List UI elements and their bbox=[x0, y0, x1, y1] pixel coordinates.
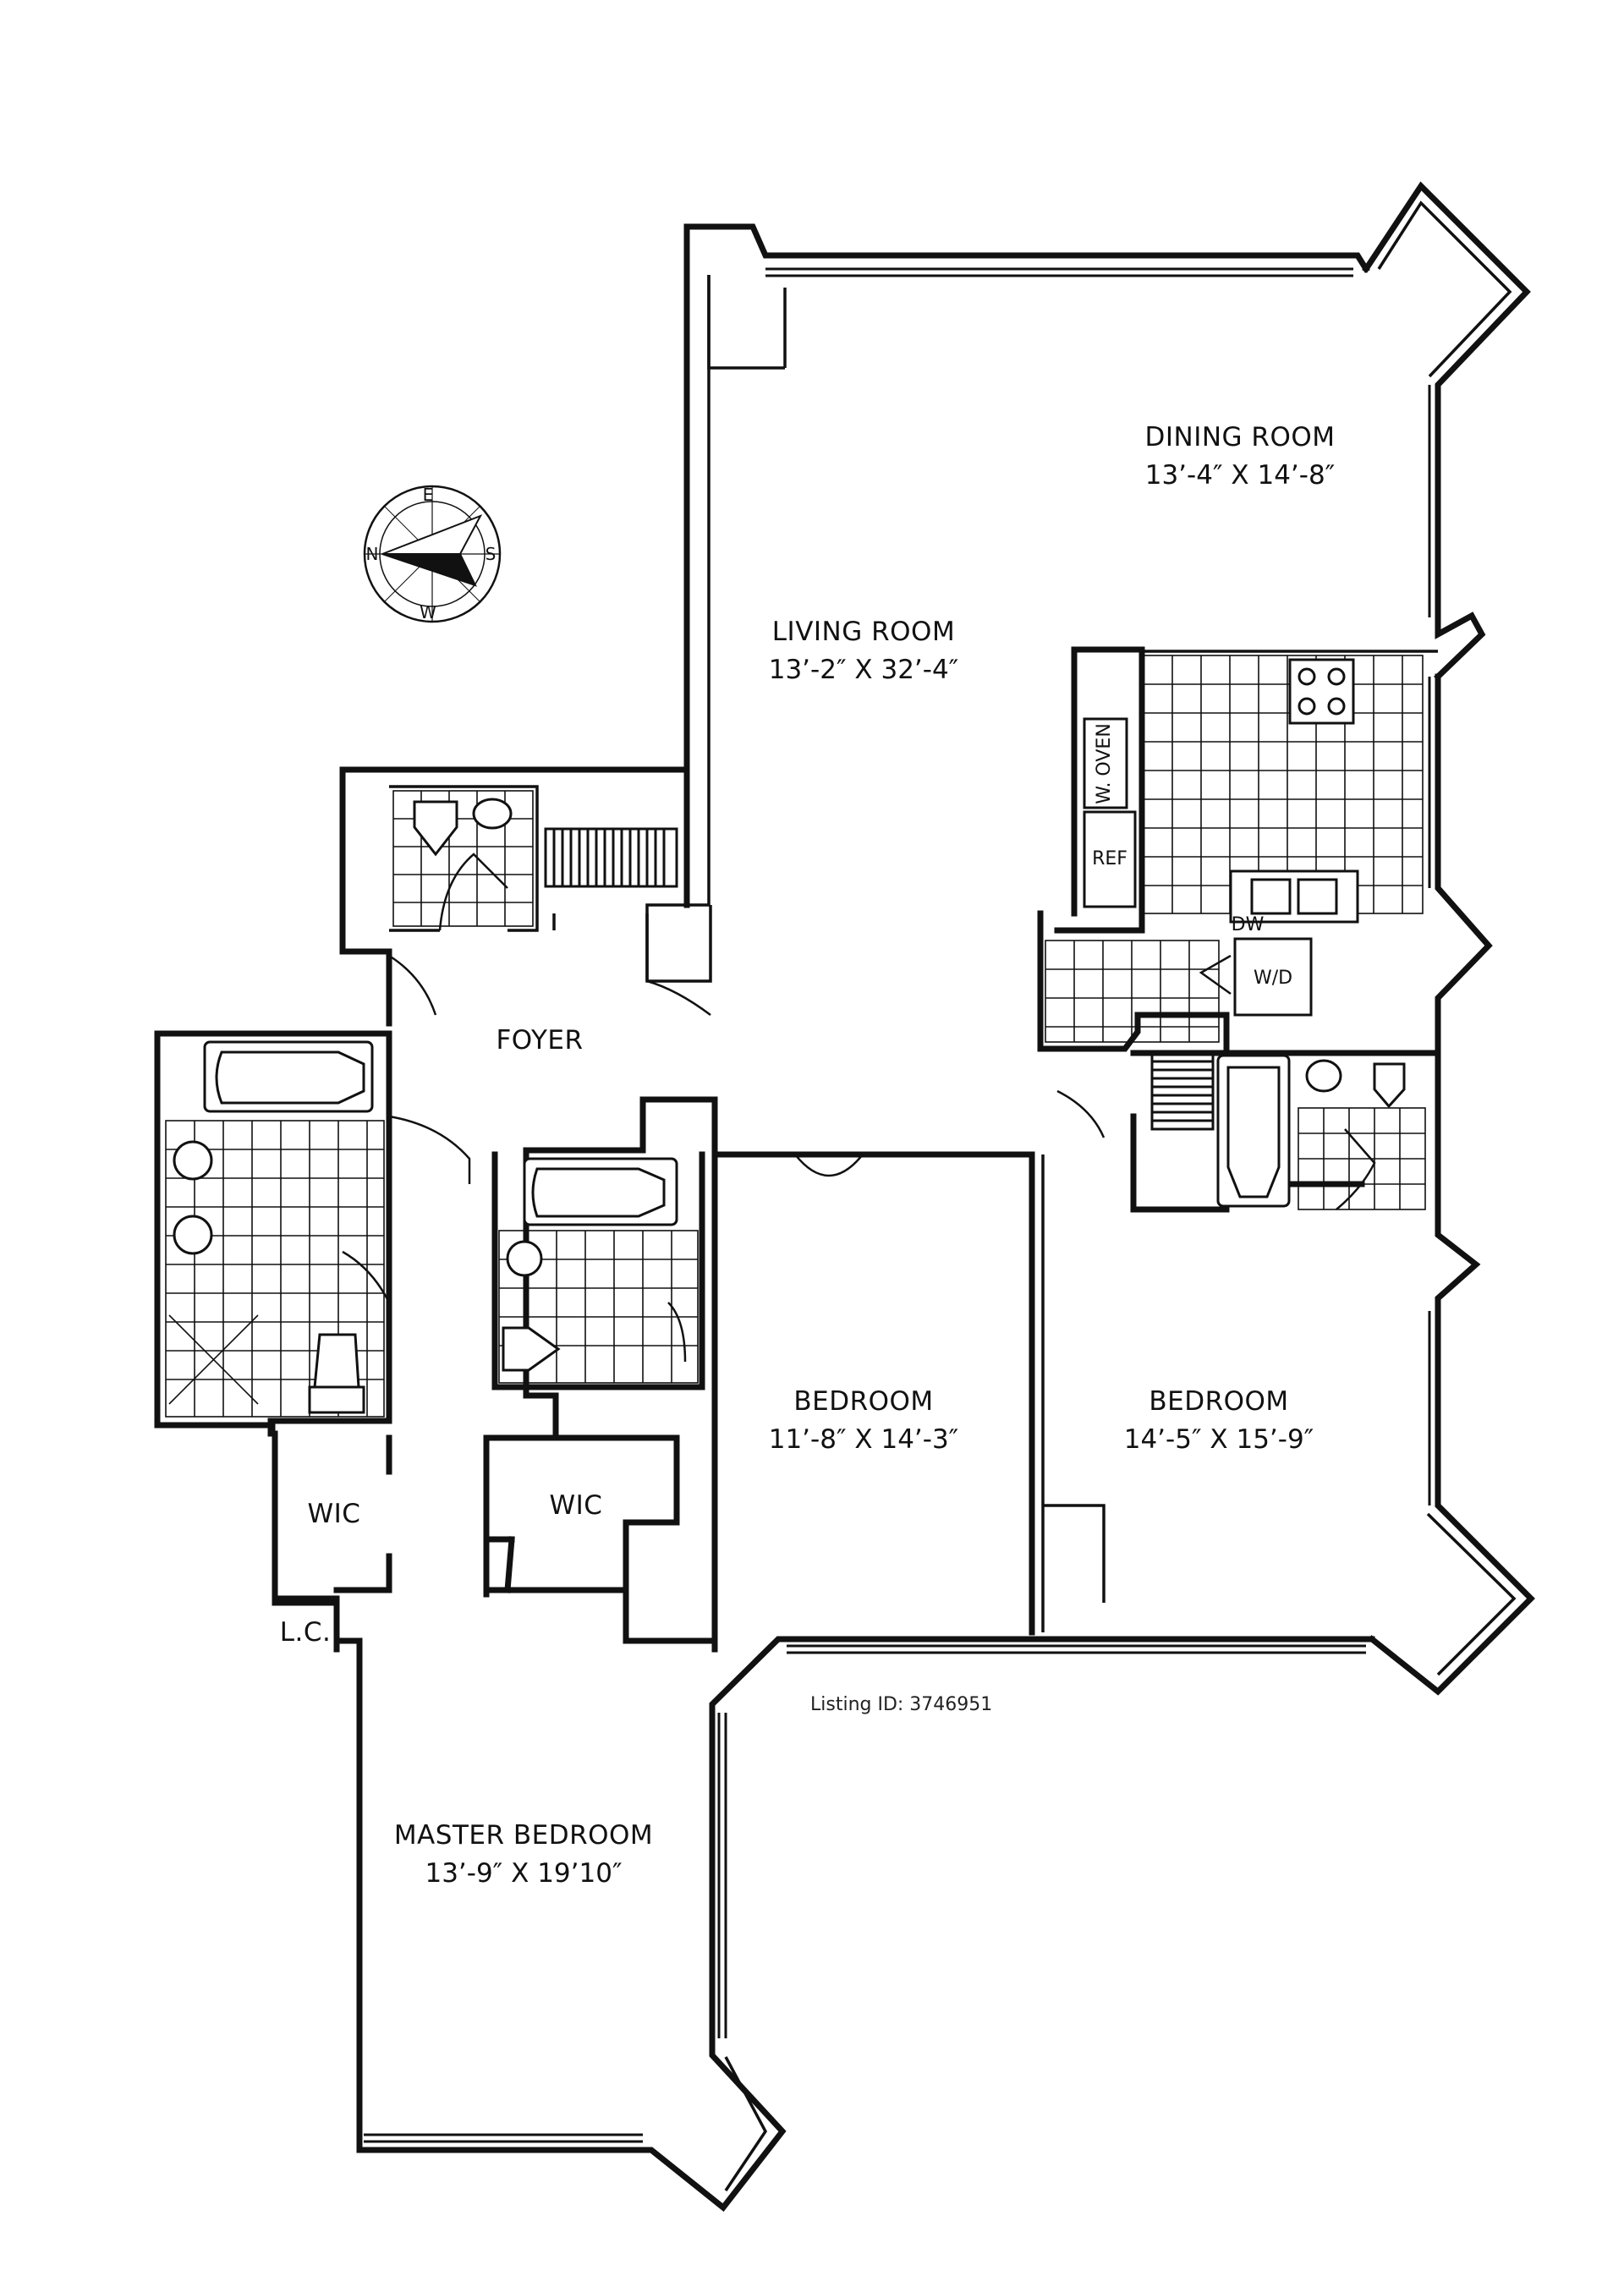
compass-south-label: S bbox=[486, 544, 497, 564]
powder-toilet-icon bbox=[413, 800, 458, 857]
dining-room-name: DINING ROOM bbox=[1145, 422, 1336, 452]
center-sink-icon bbox=[506, 1240, 543, 1277]
room-foyer: FOYER bbox=[496, 1025, 583, 1056]
kitchen-sink-icon bbox=[1229, 869, 1359, 924]
master-bath-tile-floor bbox=[165, 1120, 385, 1418]
dining-room-size: 13’-4″ X 14’-8″ bbox=[1145, 460, 1336, 491]
right-bathtub-icon bbox=[1216, 1054, 1291, 1208]
center-toilet-icon bbox=[502, 1326, 561, 1372]
powder-sink-icon bbox=[472, 798, 513, 830]
linen-closet-name: L.C. bbox=[280, 1617, 332, 1648]
room-wic-center: WIC bbox=[550, 1490, 603, 1521]
compass-icon: E S W N bbox=[363, 485, 502, 623]
room-bedroom-right: BEDROOM 14’-5″ X 15’-9″ bbox=[1124, 1386, 1314, 1455]
room-living: LIVING ROOM 13’-2″ X 32’-4″ bbox=[769, 617, 959, 685]
wic-left-name: WIC bbox=[308, 1499, 361, 1529]
bedroom-center-name: BEDROOM bbox=[793, 1386, 933, 1417]
foyer-name: FOYER bbox=[496, 1025, 583, 1056]
wic-center-name: WIC bbox=[550, 1490, 603, 1521]
compass-north-label: N bbox=[366, 544, 379, 564]
room-bedroom-center: BEDROOM 11’-8″ X 14’-3″ bbox=[769, 1386, 959, 1455]
dishwasher-icon: DW bbox=[1232, 914, 1265, 935]
refrigerator-label: REF bbox=[1092, 848, 1127, 869]
compass-west-label: W bbox=[420, 602, 436, 622]
room-master-bedroom: MASTER BEDROOM 13’-9″ X 19’10″ bbox=[394, 1820, 653, 1889]
master-toilet-icon bbox=[308, 1333, 365, 1414]
interior-walls bbox=[267, 275, 1441, 1653]
powder-room-tile-floor bbox=[392, 790, 534, 927]
center-bath-tile-floor bbox=[498, 1230, 699, 1384]
bedroom-center-size: 11’-8″ X 14’-3″ bbox=[769, 1424, 959, 1455]
bedroom-right-name: BEDROOM bbox=[1149, 1386, 1288, 1417]
living-room-name: LIVING ROOM bbox=[772, 617, 955, 647]
room-wic-left: WIC bbox=[308, 1499, 361, 1529]
oven-icon: W. OVEN bbox=[1083, 717, 1128, 809]
master-bedroom-size: 13’-9″ X 19’10″ bbox=[425, 1858, 622, 1889]
right-bath-tile-floor bbox=[1298, 1107, 1426, 1210]
washer-dryer-icon: W/D bbox=[1199, 937, 1313, 1017]
cooktop-icon bbox=[1288, 658, 1355, 725]
bedroom-right-size: 14’-5″ X 15’-9″ bbox=[1124, 1424, 1314, 1455]
room-linen-closet: L.C. bbox=[280, 1617, 332, 1648]
master-bedroom-name: MASTER BEDROOM bbox=[394, 1820, 653, 1851]
room-dining: DINING ROOM 13’-4″ X 14’-8″ bbox=[1145, 422, 1336, 491]
oven-label: W. OVEN bbox=[1094, 723, 1115, 804]
compass-east-label: E bbox=[423, 485, 434, 505]
washer-dryer-label: W/D bbox=[1254, 968, 1292, 989]
center-bathtub-icon bbox=[523, 1157, 678, 1226]
closet-shelving bbox=[544, 827, 678, 888]
doors bbox=[342, 853, 1376, 1363]
right-sink-icon bbox=[1305, 1059, 1342, 1093]
dishwasher-label: DW bbox=[1232, 914, 1265, 935]
living-room-size: 13’-2″ X 32’-4″ bbox=[769, 655, 959, 685]
master-bathtub-icon bbox=[203, 1040, 374, 1113]
listing-id: Listing ID: 3746951 bbox=[810, 1694, 992, 1715]
right-toilet-icon bbox=[1373, 1062, 1406, 1109]
master-sink-icon bbox=[173, 1140, 213, 1255]
refrigerator-icon: REF bbox=[1083, 810, 1137, 908]
right-closet-shelving bbox=[1150, 1051, 1215, 1131]
